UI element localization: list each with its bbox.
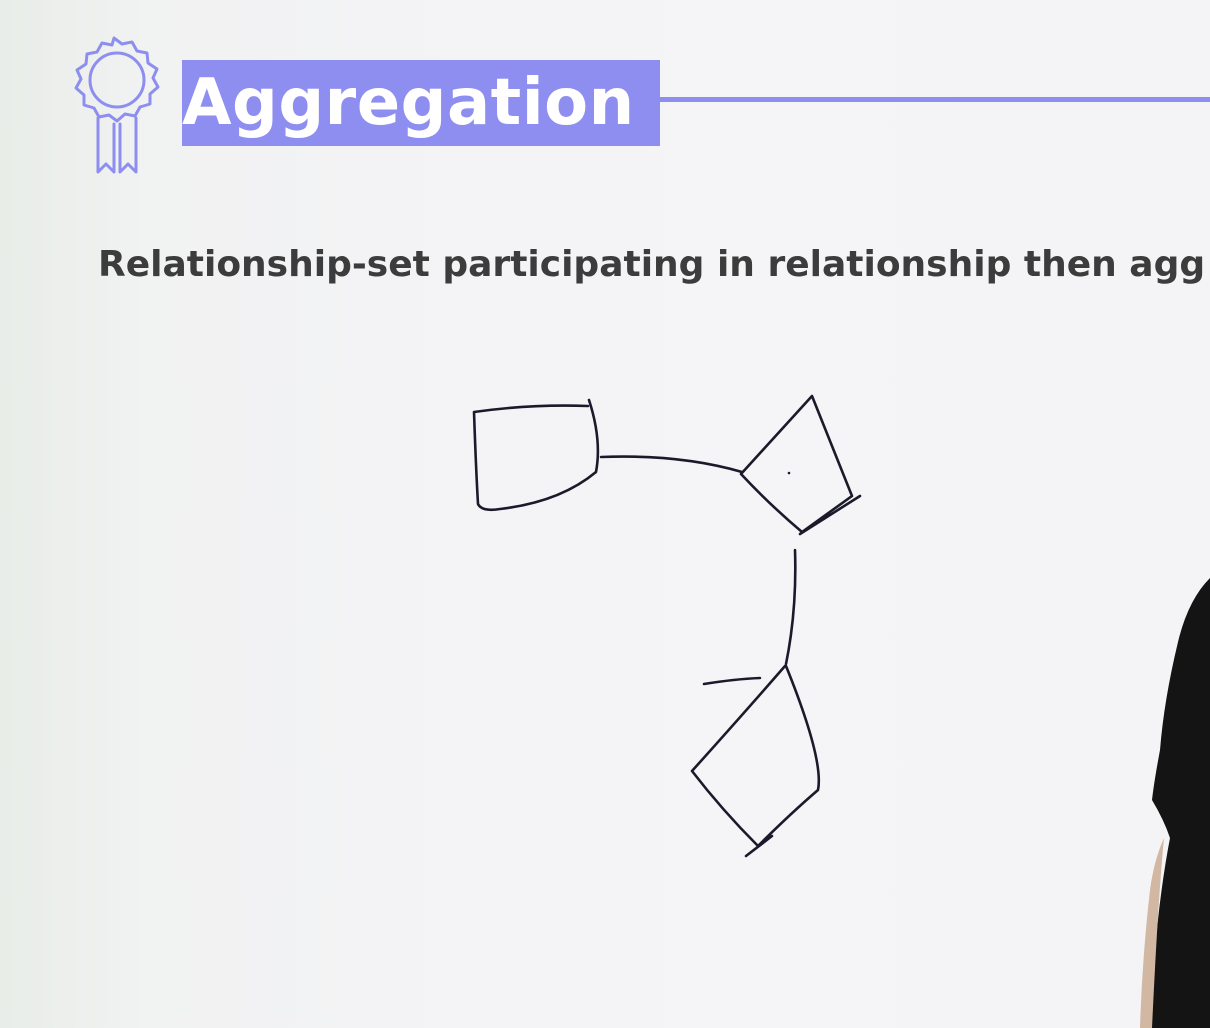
entity-rectangle-sketch [472,398,600,512]
relationship-diamond-sketch-1 [739,394,862,536]
page-title: Aggregation [182,66,635,140]
award-ribbon-icon [74,36,160,174]
connector-line-2 [784,548,797,666]
presenter-figure [1140,578,1210,1028]
title-underline-rule [660,97,1210,102]
title-highlight [182,60,660,146]
slide-subtitle: Relationship-set participating in relati… [98,244,1206,285]
relationship-diamond-sketch-2 [690,664,821,858]
connector-line-1 [599,455,744,474]
